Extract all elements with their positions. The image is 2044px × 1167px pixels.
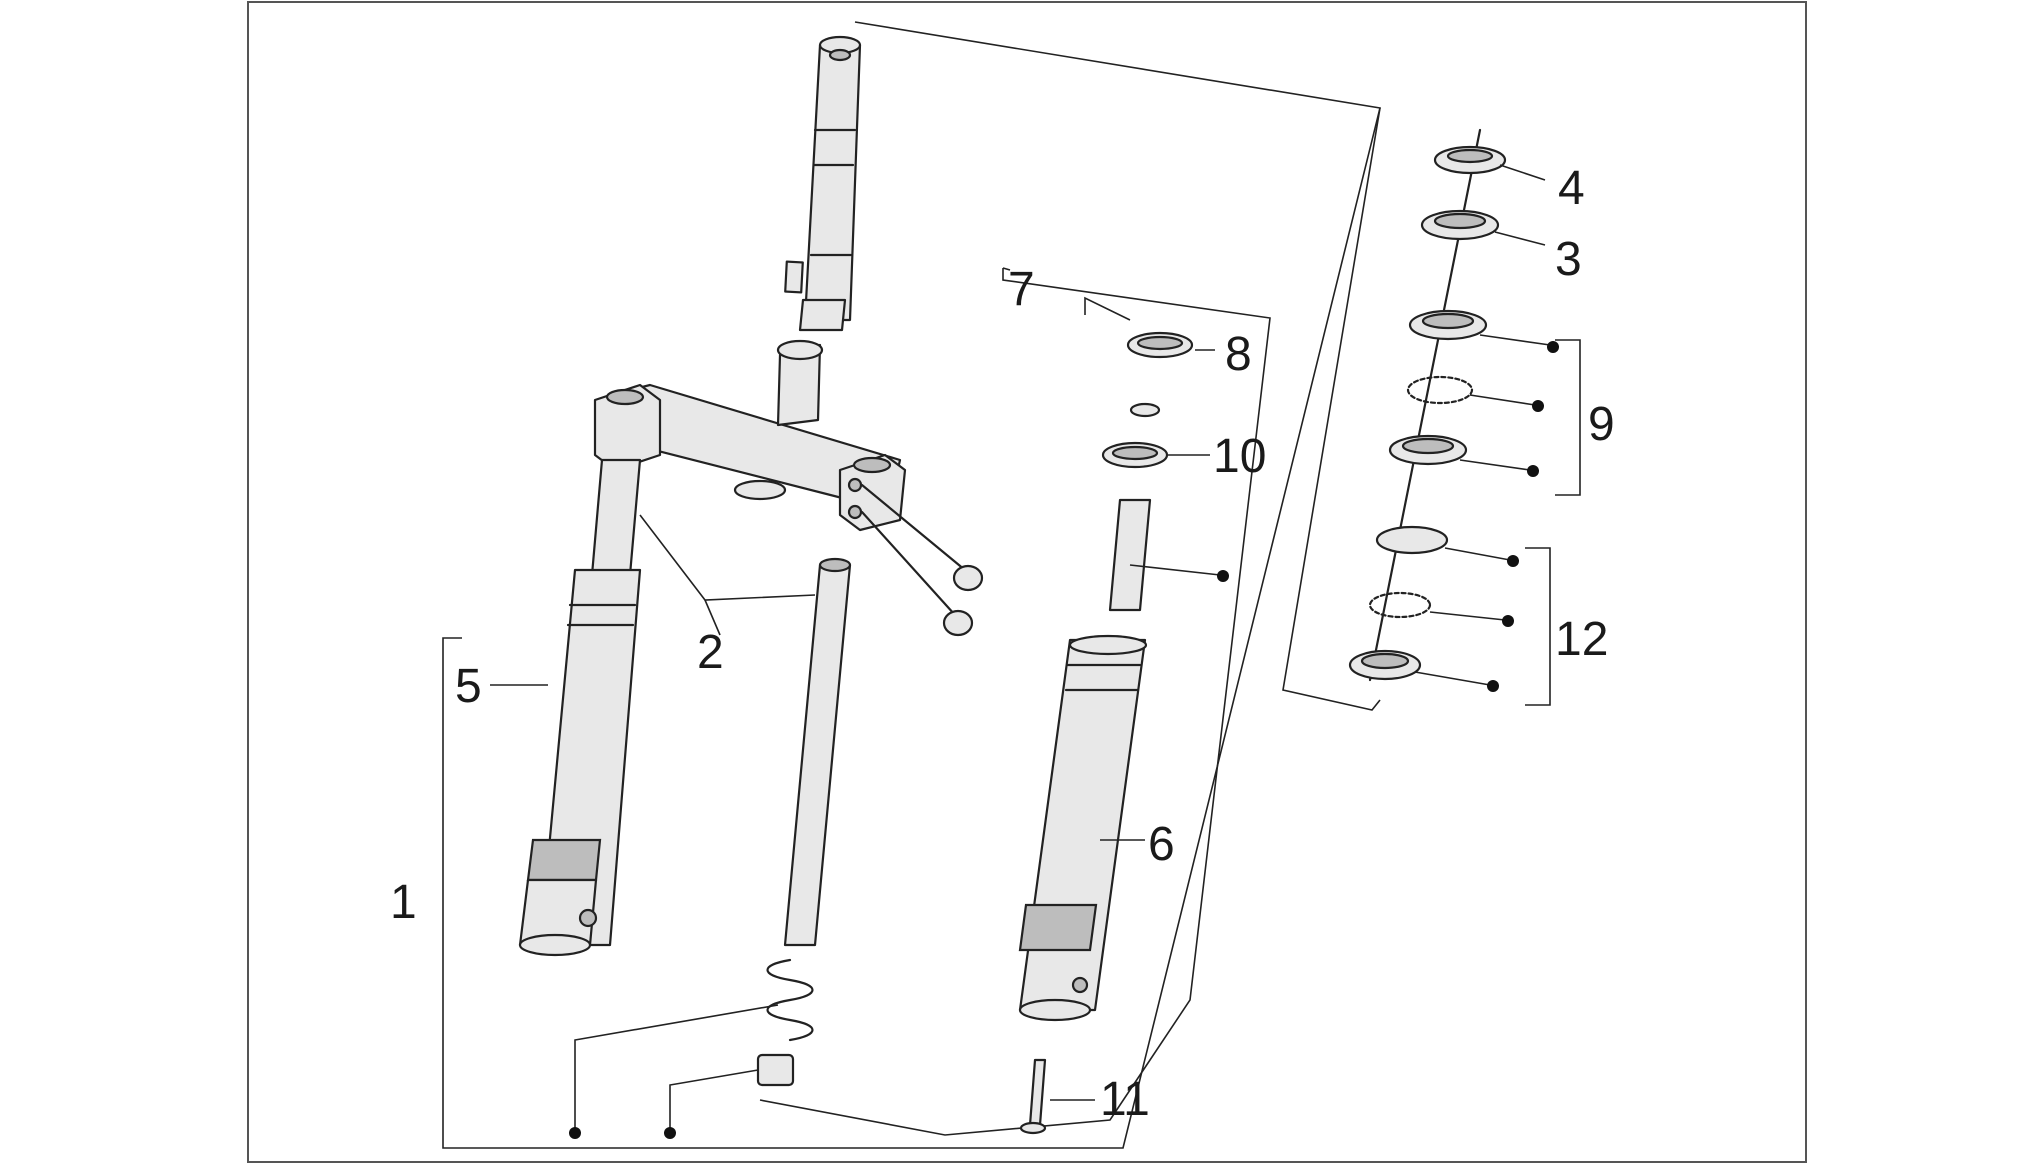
callout-6: 6 (1148, 818, 1175, 871)
callout-4: 4 (1558, 162, 1585, 215)
leader-lines (490, 164, 1551, 1130)
fork-leg-left (518, 458, 642, 957)
callout-9: 9 (1588, 398, 1615, 451)
callout-2: 2 (697, 626, 724, 679)
callout-12: 12 (1555, 613, 1608, 666)
fork-cap-parts (1101, 331, 1194, 469)
bracket-bearings (1282, 107, 1381, 711)
steering-bearings (1348, 128, 1507, 682)
callout-10: 10 (1213, 430, 1266, 483)
bracket-9 (1555, 339, 1581, 496)
callout-1: 1 (390, 876, 417, 929)
callout-3: 3 (1555, 233, 1582, 286)
callout-5: 5 (455, 660, 482, 713)
callout-8: 8 (1225, 328, 1252, 381)
bracket-6 (1084, 296, 1131, 321)
fork-tube-inner (756, 557, 852, 1087)
bracket-12 (1525, 547, 1551, 706)
callout-7: 7 (1008, 263, 1035, 316)
crown-bolts (860, 483, 984, 637)
bracket-7 (759, 268, 1271, 1136)
fork-leg-right (1018, 498, 1152, 1135)
steering-stem (784, 35, 862, 332)
reference-dots (569, 341, 1559, 1139)
callout-11: 11 (1100, 1073, 1150, 1126)
bracket-1 (442, 21, 1381, 1149)
